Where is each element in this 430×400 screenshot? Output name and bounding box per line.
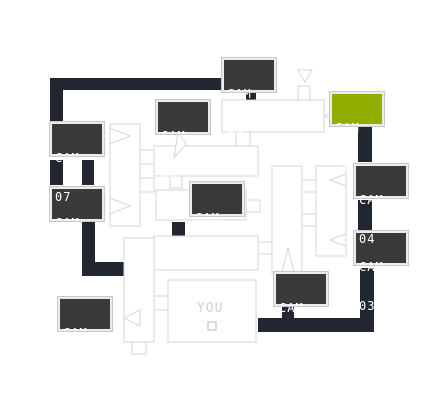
cam-01-number: 01 [63, 365, 80, 379]
cam-06-button[interactable]: CAM 06 [49, 186, 105, 269]
cam-07-number: 07 [55, 190, 72, 204]
cam-10-button[interactable]: CAM 10 [329, 91, 385, 174]
cam-03-number: 03 [359, 299, 376, 313]
cam-08-label: CAM [161, 129, 186, 143]
cam-08-number: 08 [161, 168, 178, 182]
cam-04-number: 04 [359, 232, 376, 246]
cam-04-button[interactable]: CAM 04 [353, 163, 409, 246]
cam-09-button[interactable]: CAM 09 [221, 57, 277, 140]
vent-ducts [50, 78, 374, 332]
cam-01-button[interactable]: CAM 01 [57, 296, 113, 379]
cam-05-label: CAM [195, 211, 220, 225]
office-marker-box [207, 321, 217, 331]
cam-02-button[interactable]: CAM 02 [273, 271, 329, 354]
cam-03-button[interactable]: CAM 03 [353, 230, 409, 313]
cam-08-button[interactable]: CAM 08 [155, 99, 211, 182]
cam-06-label: CAM [55, 216, 80, 230]
cam-01-label: CAM [63, 326, 88, 340]
cam-07-button[interactable]: CAM 07 [49, 121, 105, 204]
cam-09-label: CAM [227, 87, 252, 101]
cam-10-label: CAM [335, 121, 360, 135]
cam-04-label: CAM [359, 193, 384, 207]
cam-02-number: 02 [279, 340, 296, 354]
office-label: YOU [197, 301, 224, 316]
cam-03-label: CAM [359, 260, 384, 274]
cam-06-number: 06 [55, 255, 72, 269]
cam-02-label: CAM [279, 301, 304, 315]
cam-10-number: 10 [335, 160, 352, 174]
cam-07-label: CAM [55, 151, 80, 165]
cam-05-button[interactable]: CAM 05 [189, 181, 245, 264]
cam-05-number: 05 [195, 250, 212, 264]
cam-09-number: 09 [227, 126, 244, 140]
